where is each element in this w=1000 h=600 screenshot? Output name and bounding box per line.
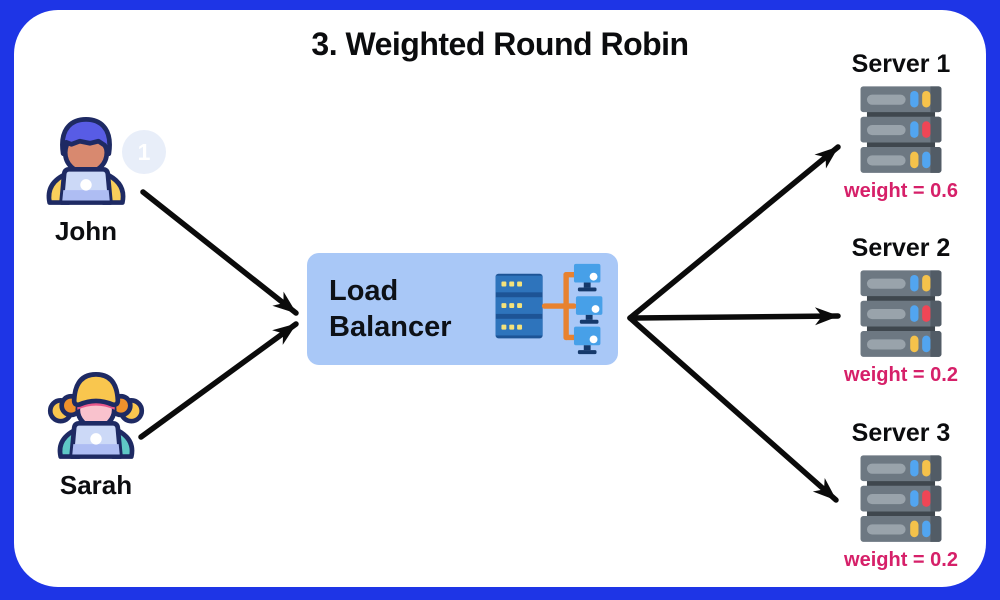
server-weight-label: weight = 0.6: [844, 180, 958, 202]
load-balancer-label: Load Balancer: [329, 274, 452, 343]
server-label: Server 2: [851, 234, 951, 262]
server-rack-icon: [860, 455, 942, 542]
server-label: Server 1: [851, 50, 951, 78]
server-rack-icon: [860, 270, 942, 357]
woman-at-laptop-icon: [47, 372, 145, 459]
man-at-laptop-icon: [46, 117, 126, 205]
user-name-label: John: [54, 216, 118, 246]
badge-number: 1: [137, 138, 151, 165]
user-sarah: Sarah: [36, 364, 156, 501]
load-balancer-box: Load Balancer: [307, 253, 618, 365]
server-1: Server 1: [816, 50, 986, 203]
load-balancer-network-icon: [495, 263, 603, 355]
server-weight-label: weight = 0.2: [844, 549, 958, 571]
server-rack-icon: [860, 86, 942, 173]
user-name-label: Sarah: [59, 470, 133, 500]
server-label: Server 3: [851, 419, 951, 447]
server-3: Server 3: [816, 419, 986, 572]
diagram-title: 3. Weighted Round Robin: [311, 26, 689, 62]
server-weight-label: weight = 0.2: [844, 364, 958, 386]
user-john: 1 John: [28, 110, 166, 247]
server-2: Server 2: [816, 234, 986, 387]
request-count-badge: 1: [122, 130, 166, 174]
